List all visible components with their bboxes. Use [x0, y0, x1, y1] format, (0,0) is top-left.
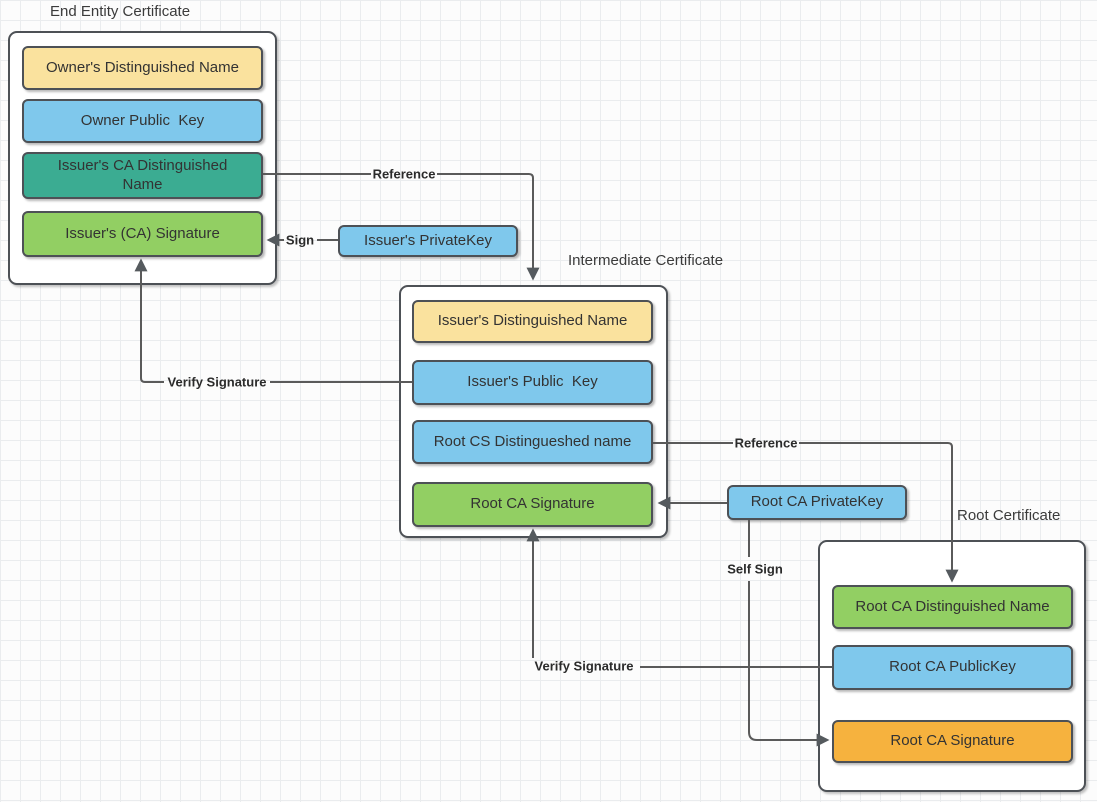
root-ca-public-key-label: Root CA PublicKey [889, 658, 1016, 676]
issuer-private-key-box: Issuer's PrivateKey [338, 225, 518, 257]
root-ca-signature-label: Root CA Signature [890, 732, 1015, 750]
issuer-ca-distinguished-name-label: Issuer's CA Distinguished Name [57, 156, 232, 193]
issuer-ca-signature-label: Issuer's (CA) Signature [65, 224, 220, 242]
issuer-ca-distinguished-name-box: Issuer's CA Distinguished Name [22, 152, 263, 199]
issuer-public-key-box: Issuer's Public Key [412, 360, 653, 405]
intermediate-root-ca-signature-box: Root CA Signature [412, 482, 653, 527]
owner-distinguished-name-box: Owner's Distinguished Name [22, 46, 263, 90]
verify-signature-label-2: Verify Signature [534, 658, 634, 674]
issuer-private-key-label: Issuer's PrivateKey [364, 231, 492, 249]
root-ca-distinguished-name-label: Root CA Distinguished Name [855, 597, 1050, 615]
root-ca-private-key-label: Root CA PrivateKey [750, 493, 884, 511]
verify-signature-label-1: Verify Signature [167, 374, 267, 390]
root-ca-private-key-box: Root CA PrivateKey [727, 485, 907, 520]
root-ca-public-key-box: Root CA PublicKey [832, 645, 1073, 690]
owner-distinguished-name-label: Owner's Distinguished Name [46, 58, 239, 76]
reference-label-2: Reference [734, 435, 798, 451]
owner-public-key-box: Owner Public Key [22, 99, 263, 143]
owner-public-key-label: Owner Public Key [80, 111, 205, 129]
root-certificate-title: Root Certificate [957, 507, 1061, 524]
root-ca-signature-box: Root CA Signature [832, 720, 1073, 763]
issuer-ca-signature-box: Issuer's (CA) Signature [22, 211, 263, 257]
issuer-distinguished-name-label: Issuer's Distinguished Name [437, 312, 628, 330]
sign-label: Sign [285, 232, 315, 248]
root-cs-distingueshed-name-label: Root CS Distingueshed name [433, 432, 632, 450]
issuer-public-key-label: Issuer's Public Key [467, 373, 598, 391]
intermediate-certificate-title: Intermediate Certificate [568, 252, 724, 269]
end-entity-certificate-title: End Entity Certificate [50, 3, 191, 20]
root-ca-distinguished-name-box: Root CA Distinguished Name [832, 585, 1073, 629]
self-sign-label: Self Sign [727, 561, 783, 577]
issuer-distinguished-name-box: Issuer's Distinguished Name [412, 300, 653, 343]
intermediate-root-ca-signature-label: Root CA Signature [470, 495, 595, 513]
root-cs-distingueshed-name-box: Root CS Distingueshed name [412, 420, 653, 464]
self-sign-arrow [748, 581, 830, 747]
reference-label-1: Reference [372, 166, 436, 182]
